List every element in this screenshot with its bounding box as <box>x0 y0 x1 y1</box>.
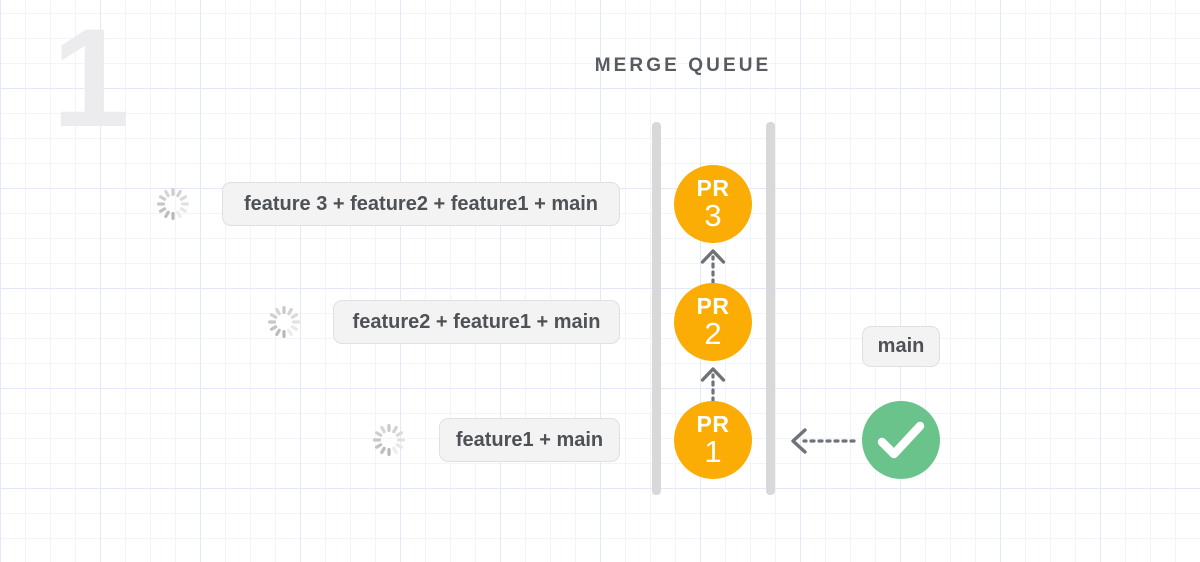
queue-rail-left <box>652 122 661 495</box>
page-title: MERGE QUEUE <box>594 55 772 76</box>
pr-kind-label: PR <box>696 175 730 202</box>
pr-number-label: 1 <box>704 433 722 469</box>
branch-label-pr2: feature2 + feature1 + main <box>333 300 620 344</box>
spinner-icon <box>369 420 409 460</box>
branch-label-pr1: feature1 + main <box>439 418 620 462</box>
spinner-icon <box>264 302 304 342</box>
branch-label-pr3: feature 3 + feature2 + feature1 + main <box>222 182 620 226</box>
queue-rail-right <box>766 122 775 495</box>
pr-kind-label: PR <box>696 411 730 438</box>
spinner-icon <box>153 184 193 224</box>
step-number: 1 <box>52 0 130 156</box>
queue-node-pr1[interactable]: PR 1 <box>674 401 752 479</box>
arrow-left-icon <box>788 426 856 456</box>
queue-node-pr2[interactable]: PR 2 <box>674 283 752 361</box>
queue-node-pr3[interactable]: PR 3 <box>674 165 752 243</box>
arrow-up-icon <box>697 247 729 285</box>
check-circle-icon <box>862 401 940 479</box>
branch-label-main: main <box>862 326 940 367</box>
arrow-up-icon <box>697 365 729 403</box>
pr-number-label: 2 <box>704 315 722 351</box>
pr-kind-label: PR <box>696 293 730 320</box>
pr-number-label: 3 <box>704 197 722 233</box>
